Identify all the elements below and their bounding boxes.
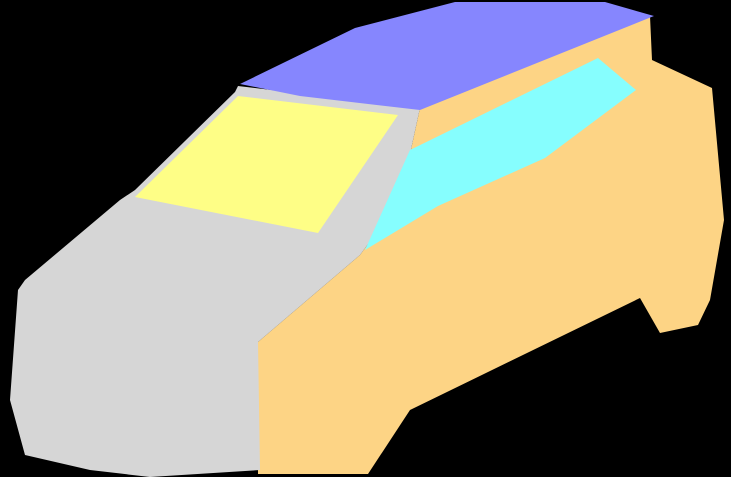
car-body-side — [258, 16, 724, 474]
car-windshield — [135, 96, 398, 233]
car-roof — [240, 2, 654, 110]
car-side-window — [365, 58, 636, 250]
